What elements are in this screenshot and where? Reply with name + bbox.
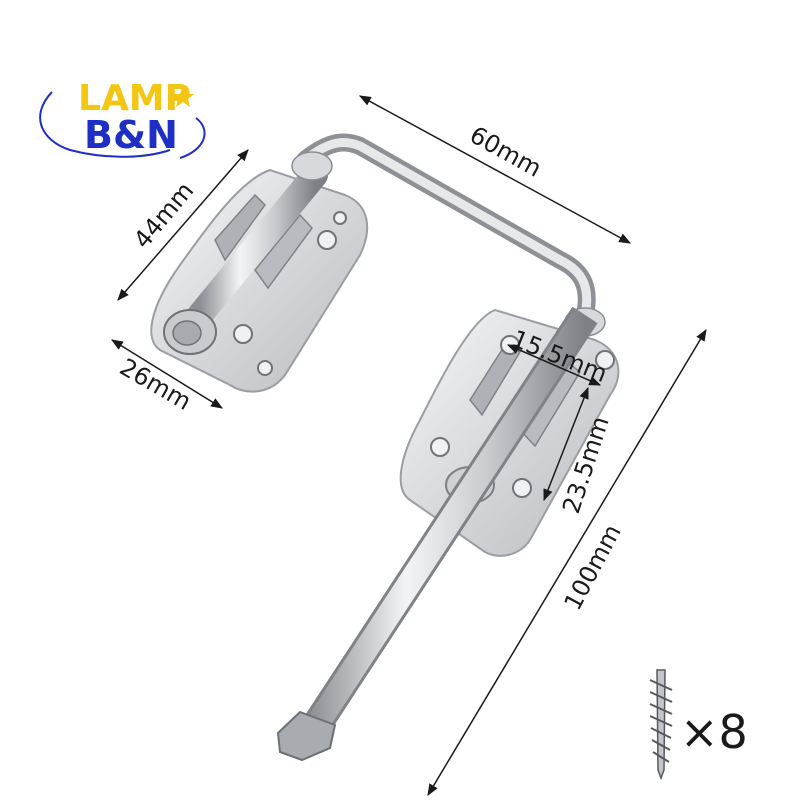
dimension-label-plate-length: 44mm xyxy=(128,177,199,254)
logo-swirl-right xyxy=(179,117,206,159)
logo-star-icon xyxy=(172,86,194,107)
screw-quantity: ×8 xyxy=(680,705,748,759)
dimension-line-plate-length xyxy=(117,149,249,301)
dimension-line-top-width xyxy=(358,95,632,244)
dimension-line-overall-length xyxy=(427,328,707,797)
latch-product xyxy=(150,133,620,762)
slide-bolt-rod xyxy=(276,306,598,762)
screw-accessory: ×8 xyxy=(649,669,748,781)
logo-bn-text: B&N xyxy=(84,113,178,157)
dimension-label-top-width: 60mm xyxy=(465,121,546,183)
dimension-label-overall-length: 100mm xyxy=(559,520,627,615)
logo-lamp-text: LAMP xyxy=(78,78,191,119)
left-mounting-plate xyxy=(150,151,368,393)
screw-icon xyxy=(649,669,673,781)
dimension-line-plate-width xyxy=(110,339,224,409)
brand-logo: LAMP B&N xyxy=(39,78,206,159)
